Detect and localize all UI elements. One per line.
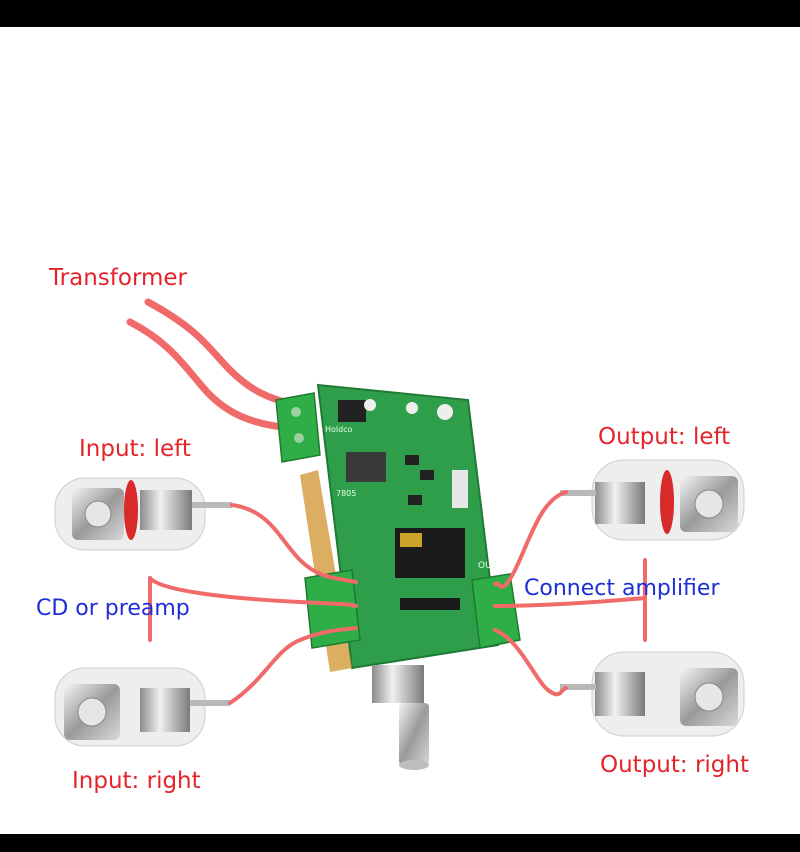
connect-amplifier-label: Connect amplifier [524,576,720,601]
rca-jack-input-left [54,477,232,551]
power-terminal-block [275,392,321,463]
cd-or-preamp-label: CD or preamp [36,596,190,621]
output-right-label: Output: right [600,752,749,778]
input-right-label: Input: right [72,768,201,794]
output-left-label: Output: left [598,424,731,450]
top-border-bar [0,0,800,27]
output-terminal-block [471,573,521,649]
rca-jack-input-right [54,667,230,747]
bottom-border-bar [0,834,800,852]
transformer-label: Transformer [49,265,188,291]
input-left-label: Input: left [79,436,191,462]
rca-jack-output-left [560,459,745,541]
silkscreen-out: OUT [478,561,498,571]
signal-wires [148,490,647,705]
rca-jack-output-right [560,651,745,737]
volume-potentiometer [372,665,429,770]
silkscreen-7805: 7805 [336,489,356,498]
transformer-wires [126,298,302,432]
silkscreen-holdco: Holdco [325,425,353,434]
